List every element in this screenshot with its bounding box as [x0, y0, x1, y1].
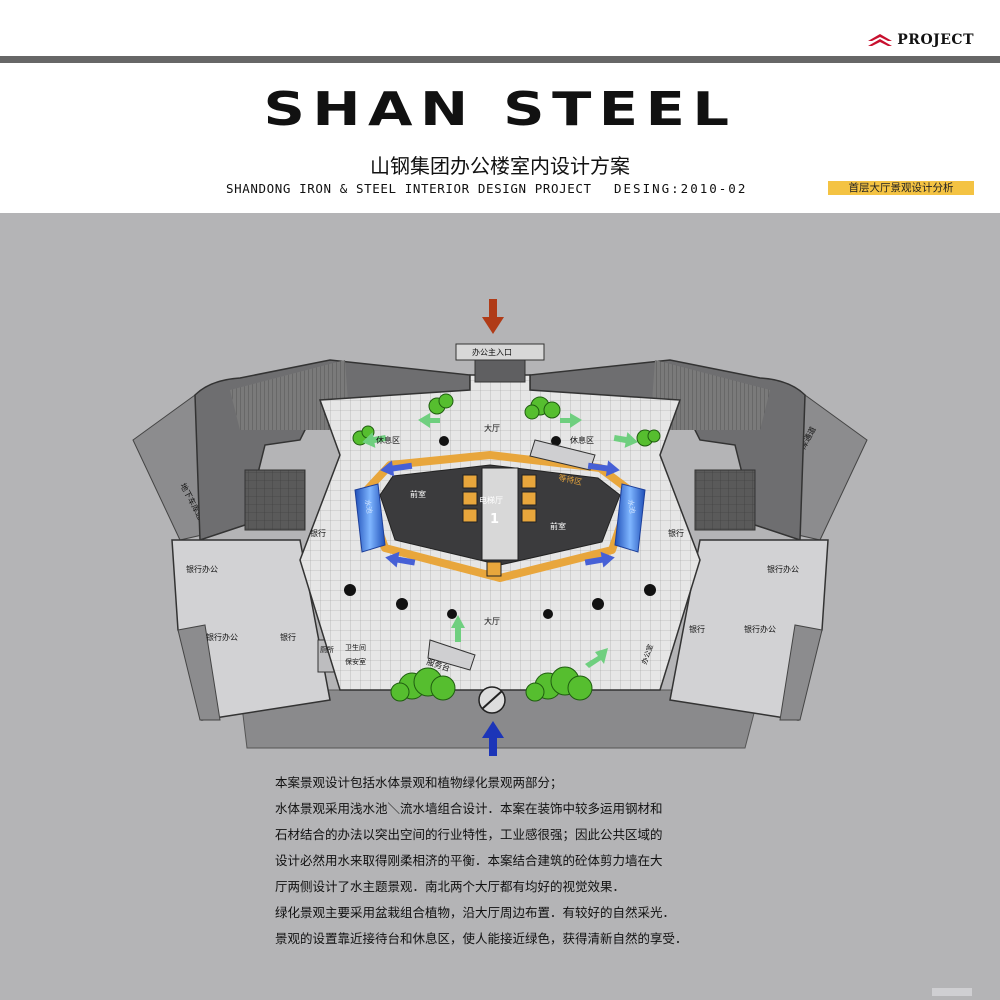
project-title-en: SHANDONG IRON & STEEL INTERIOR DESIGN PR…	[226, 181, 592, 196]
label-bank-office-right-top: 银行办公	[767, 564, 799, 574]
label-main-entrance: 办公主入口	[472, 347, 512, 357]
description-line: 本案景观设计包括水体景观和植物绿化景观两部分；	[275, 775, 563, 790]
label-security: 保安室	[345, 657, 366, 666]
label-rest-right: 休息区	[570, 435, 594, 445]
description-line: 绿化景观主要采用盆栽组合植物，沿大厅周边布置．有较好的自然采光．	[275, 905, 676, 920]
logo-text: PROJECT	[897, 32, 974, 48]
label-front-right: 前室	[550, 521, 566, 531]
label-rest-left: 休息区	[376, 435, 400, 445]
plants	[352, 393, 661, 702]
south-entry-arrow-icon	[482, 721, 504, 756]
elevator-cars	[462, 474, 537, 523]
right-core	[694, 469, 756, 531]
label-bank-office-left-top: 银行办公	[186, 564, 218, 574]
elevator-hall-floor	[481, 467, 519, 561]
design-description: 本案景观设计包括水体景观和植物绿化景观两部分； 水体景观采用浅水池＼流水墙组合设…	[275, 770, 795, 952]
description-line: 水体景观采用浅水池＼流水墙组合设计．本案在装饰中较多运用钢材和	[275, 801, 663, 816]
floor-plan: 地下车库通道 地下车库通道	[132, 299, 868, 756]
label-hall-north: 大厅	[484, 423, 500, 433]
header: PROJECT SHAN STEEL 山钢集团办公楼室内设计方案 SHANDON…	[0, 0, 1000, 213]
flow-arrows	[362, 413, 638, 668]
columns	[344, 436, 656, 619]
logo-chevron-icon	[868, 34, 893, 46]
label-hall-south: 大厅	[484, 616, 500, 626]
right-stair	[779, 624, 823, 721]
label-water-left: 水池	[363, 499, 374, 514]
roof-hatch-right	[650, 360, 770, 430]
label-waiting: 等待区	[558, 472, 584, 487]
section-tag: 首层大厅景观设计分析	[828, 181, 974, 195]
watermark	[932, 988, 972, 996]
revolving-door-leaf	[481, 690, 503, 710]
water-feature-left	[354, 483, 386, 553]
label-elevator-hall: 电梯厅	[479, 495, 503, 505]
description-line: 景观的设置靠近接待台和休息区，使人能接近绿色，获得清新自然的享受．	[275, 931, 688, 946]
service-elevator	[486, 561, 502, 577]
project-title-cn: 山钢集团办公楼室内设计方案	[370, 154, 630, 178]
roof-hatch-left	[230, 360, 350, 430]
label-bank-right: 银行	[668, 528, 684, 538]
label-bank-lower-right: 银行	[689, 624, 705, 634]
label-elevator-no: 1	[490, 512, 499, 527]
description-line: 石材结合的办法以突出空间的行业特性，工业感很强；因此公共区域的	[275, 827, 663, 842]
top-divider	[0, 56, 1000, 63]
description-line: 厅两侧设计了水主题景观．南北两个大厅都有均好的视觉效果．	[275, 879, 626, 894]
label-bank-lower-left: 银行	[280, 632, 296, 642]
label-toilet-left: 厕所	[320, 645, 334, 654]
entrance-vestibule	[474, 359, 526, 383]
description-line: 设计必然用水来取得刚柔相济的平衡．本案结合建筑的砼体剪力墙在大	[275, 853, 663, 868]
waiting-bench	[529, 439, 596, 471]
design-date: DESING:2010-02	[614, 181, 748, 196]
water-feature-right	[614, 483, 646, 553]
left-core	[244, 469, 306, 531]
brand-title: SHAN STEEL	[263, 82, 737, 136]
reception-desk	[427, 639, 476, 671]
project-logo: PROJECT	[868, 32, 974, 48]
north-entry-arrow-icon	[482, 299, 504, 334]
left-stair	[177, 624, 221, 721]
label-toilet-right: 卫生间	[345, 643, 366, 652]
floor-plan-area: 地下车库通道 地下车库通道	[0, 213, 1000, 1000]
label-front-left: 前室	[410, 489, 426, 499]
label-bank-office-right-bottom: 银行办公	[744, 624, 776, 634]
label-bank-left: 银行	[310, 528, 326, 538]
label-bank-office-left-bottom: 银行办公	[206, 632, 238, 642]
label-water-right: 水池	[626, 499, 637, 514]
